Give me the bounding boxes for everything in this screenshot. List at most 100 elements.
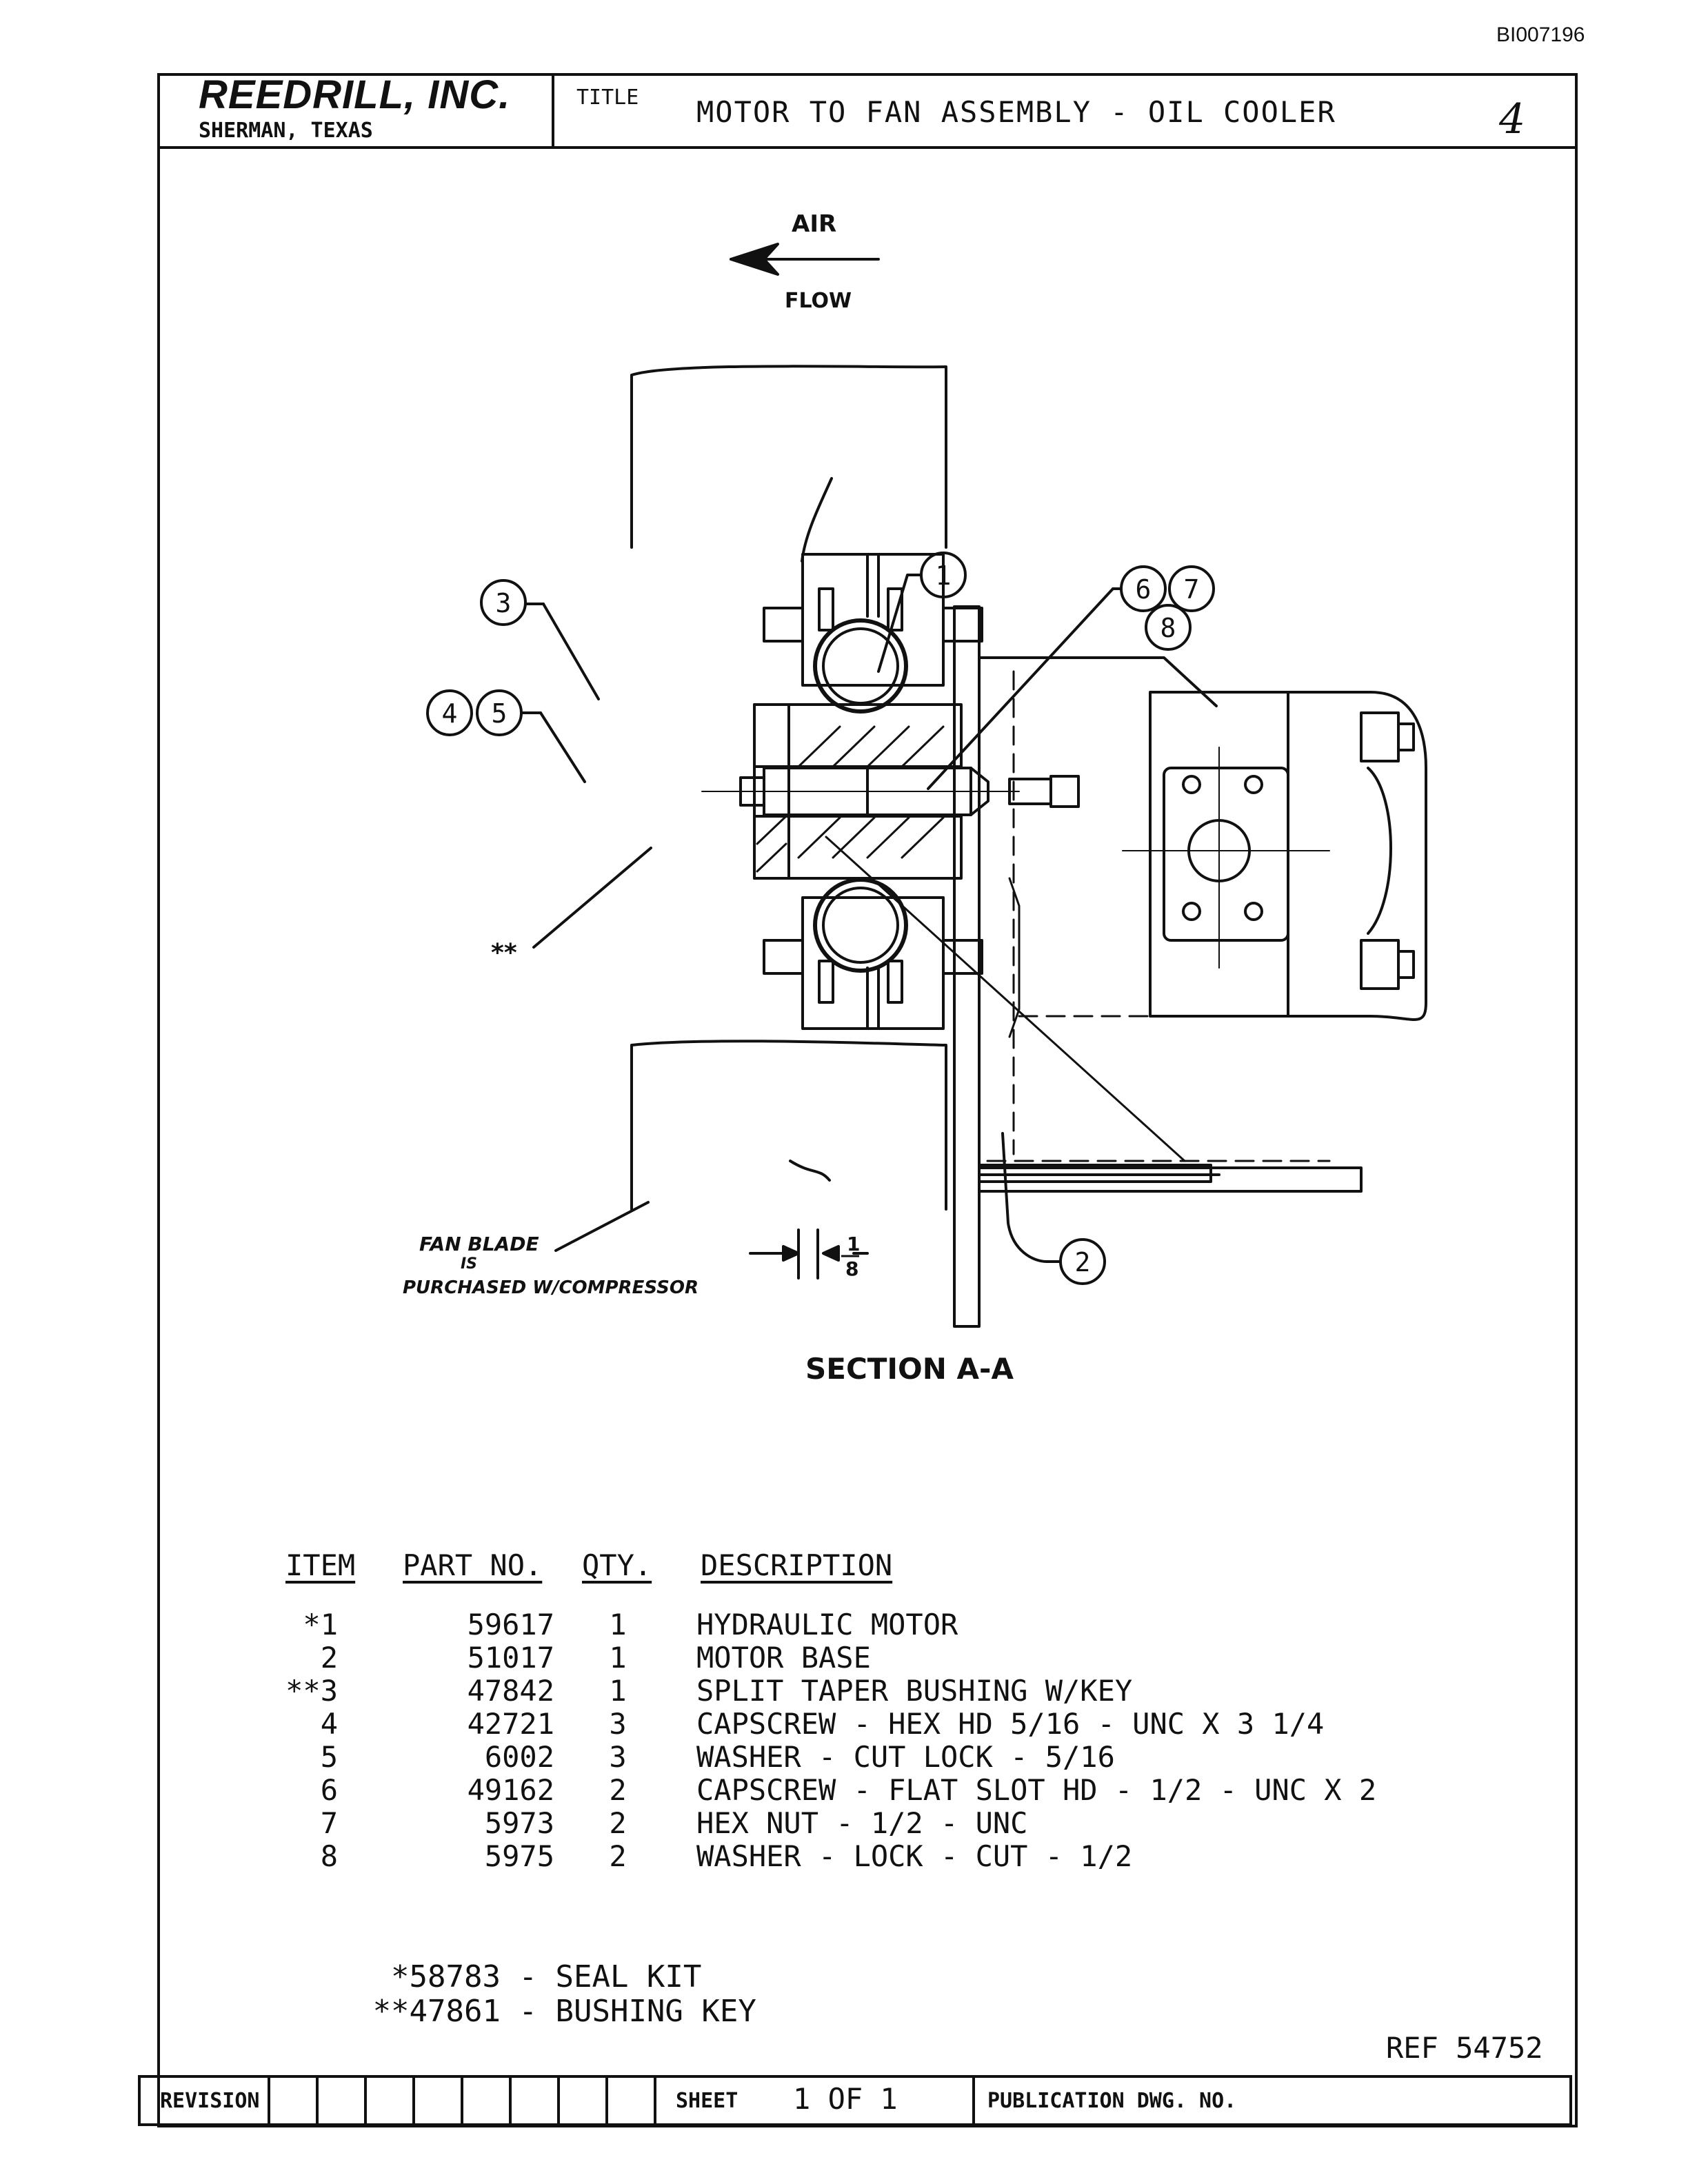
port-bolt-2 xyxy=(1244,775,1263,794)
page-mark: 4 xyxy=(1499,95,1526,143)
table-row: 6 49162 2 CAPSCREW - FLAT SLOT HD - 1/2 … xyxy=(262,1773,1434,1807)
row-qty: 1 xyxy=(609,1674,627,1708)
row-item: 4 xyxy=(320,1707,338,1741)
sheet-label: SHEET xyxy=(676,2089,738,2113)
flange-hex-nut xyxy=(1049,775,1080,808)
table-row: 2 51017 1 MOTOR BASE xyxy=(262,1641,1434,1675)
fan-note-line3: PURCHASED W/COMPRESSOR xyxy=(403,1277,699,1298)
air-label: AIR xyxy=(792,210,836,238)
drawing-frame xyxy=(157,73,1578,2127)
double-star-label: ** xyxy=(491,939,517,967)
table-row: 7 5973 2 HEX NUT - 1/2 - UNC xyxy=(262,1806,1434,1840)
fan-note-line2: IS xyxy=(461,1255,477,1273)
row-item: 2 xyxy=(320,1641,338,1675)
row-item: 8 xyxy=(320,1839,338,1873)
drawing-title: MOTOR TO FAN ASSEMBLY - OIL COOLER xyxy=(696,95,1336,129)
document-id: BI007196 xyxy=(1496,23,1585,46)
section-leader xyxy=(825,836,1186,1162)
publication-label: PUBLICATION DWG. NO. xyxy=(987,2089,1237,2113)
row-description: MOTOR BASE xyxy=(696,1641,871,1675)
row-description: WASHER - CUT LOCK - 5/16 xyxy=(696,1740,1115,1774)
table-row: 4 42721 3 CAPSCREW - HEX HD 5/16 - UNC X… xyxy=(262,1707,1434,1741)
lower-hub-ring xyxy=(813,878,908,973)
fan-note-line1: FAN BLADE xyxy=(419,1233,539,1255)
note-text: - BUSHING KEY xyxy=(519,1994,756,2029)
port-bolt-3 xyxy=(1182,902,1201,921)
callout-6: 6 xyxy=(1136,574,1152,605)
flow-label: FLOW xyxy=(785,289,852,313)
lower-blade-twist xyxy=(789,1160,831,1182)
row-qty: 1 xyxy=(609,1608,627,1641)
callout-4: 4 xyxy=(442,698,458,729)
motor-base-top xyxy=(978,656,1218,707)
table-row: 5 6002 3 WASHER - CUT LOCK - 5/16 xyxy=(262,1740,1434,1774)
row-description: HEX NUT - 1/2 - UNC xyxy=(696,1806,1028,1840)
callout-circle-7 xyxy=(1168,565,1215,612)
port-bolt-4 xyxy=(1244,902,1263,921)
row-qty: 2 xyxy=(609,1839,627,1873)
company-location: SHERMAN, TEXAS xyxy=(199,119,373,143)
dimension-numerator: 1 xyxy=(847,1233,860,1255)
row-part-no: 47842 xyxy=(467,1674,554,1708)
reference-number: REF 54752 xyxy=(1386,2031,1543,2065)
row-part-no: 51017 xyxy=(467,1641,554,1675)
lower-left-bolt xyxy=(763,939,804,975)
motor-port-face xyxy=(1163,767,1289,942)
bushing-bottom xyxy=(753,815,963,880)
row-item: **3 xyxy=(285,1674,338,1708)
row-qty: 3 xyxy=(609,1707,627,1741)
footer-bottom-line xyxy=(138,2123,1572,2126)
note-seal-kit: *58783 - SEAL KIT xyxy=(342,1959,701,1994)
motor-bolt-bottom xyxy=(1360,939,1400,990)
row-description: SPLIT TAPER BUSHING W/KEY xyxy=(696,1674,1133,1708)
mounting-plate xyxy=(953,605,981,1328)
header-part-no: PART NO. xyxy=(403,1548,543,1582)
title-block-separator xyxy=(552,73,554,148)
row-part-no: 5975 xyxy=(484,1839,554,1873)
table-row: **3 47842 1 SPLIT TAPER BUSHING W/KEY xyxy=(262,1674,1434,1708)
motor-bolt-top xyxy=(1360,711,1400,762)
note-marker: **47861 xyxy=(372,1994,501,2029)
port-bolt-1 xyxy=(1182,775,1201,794)
air-flow-arrow-head xyxy=(730,243,779,276)
row-qty: 3 xyxy=(609,1740,627,1774)
hydraulic-motor-body xyxy=(1149,691,1427,1021)
row-part-no: 42721 xyxy=(467,1707,554,1741)
upper-right-bolt xyxy=(942,607,983,643)
row-part-no: 59617 xyxy=(467,1608,554,1641)
note-marker: *58783 xyxy=(391,1959,501,1994)
upper-left-bolt xyxy=(763,607,804,643)
row-item: *1 xyxy=(303,1608,338,1641)
revision-label: REVISION xyxy=(160,2089,260,2113)
callout-1: 1 xyxy=(936,560,952,591)
note-text: - SEAL KIT xyxy=(519,1959,702,1994)
row-part-no: 5973 xyxy=(484,1806,554,1840)
parts-table: *1 59617 1 HYDRAULIC MOTOR 2 51017 1 MOT… xyxy=(262,1608,1434,1873)
note-bushing-key: **47861 - BUSHING KEY xyxy=(342,1994,756,2029)
lower-fan-blade xyxy=(630,1040,947,1211)
row-qty: 2 xyxy=(609,1773,627,1807)
footer-top-line xyxy=(138,2075,1572,2078)
section-drawing: 1 2 3 4 5 6 7 8 AIR FLOW ** FAN BLADE IS… xyxy=(403,210,1427,1386)
header-description: DESCRIPTION xyxy=(701,1548,893,1582)
table-row: *1 59617 1 HYDRAULIC MOTOR xyxy=(262,1608,1434,1641)
table-row: 8 5975 2 WASHER - LOCK - CUT - 1/2 xyxy=(262,1839,1434,1873)
row-description: CAPSCREW - HEX HD 5/16 - UNC X 3 1/4 xyxy=(696,1707,1325,1741)
company-name: REEDRILL, INC. xyxy=(199,72,511,117)
row-description: CAPSCREW - FLAT SLOT HD - 1/2 - UNC X 2 xyxy=(696,1773,1377,1807)
callout-3: 3 xyxy=(496,588,512,618)
title-block-divider xyxy=(157,146,1578,149)
row-qty: 1 xyxy=(609,1641,627,1675)
lower-right-bolt xyxy=(942,939,983,975)
dimension-denominator: 8 xyxy=(845,1257,858,1280)
callout-8: 8 xyxy=(1160,613,1176,643)
row-description: HYDRAULIC MOTOR xyxy=(696,1608,958,1641)
row-item: 7 xyxy=(320,1806,338,1840)
row-item: 6 xyxy=(320,1773,338,1807)
upper-blade-twist xyxy=(801,477,833,563)
row-part-no: 49162 xyxy=(467,1773,554,1807)
row-qty: 2 xyxy=(609,1806,627,1840)
section-label: SECTION A-A xyxy=(805,1352,1014,1386)
sheet-value: 1 OF 1 xyxy=(793,2082,898,2116)
header-item: ITEM xyxy=(285,1548,356,1582)
